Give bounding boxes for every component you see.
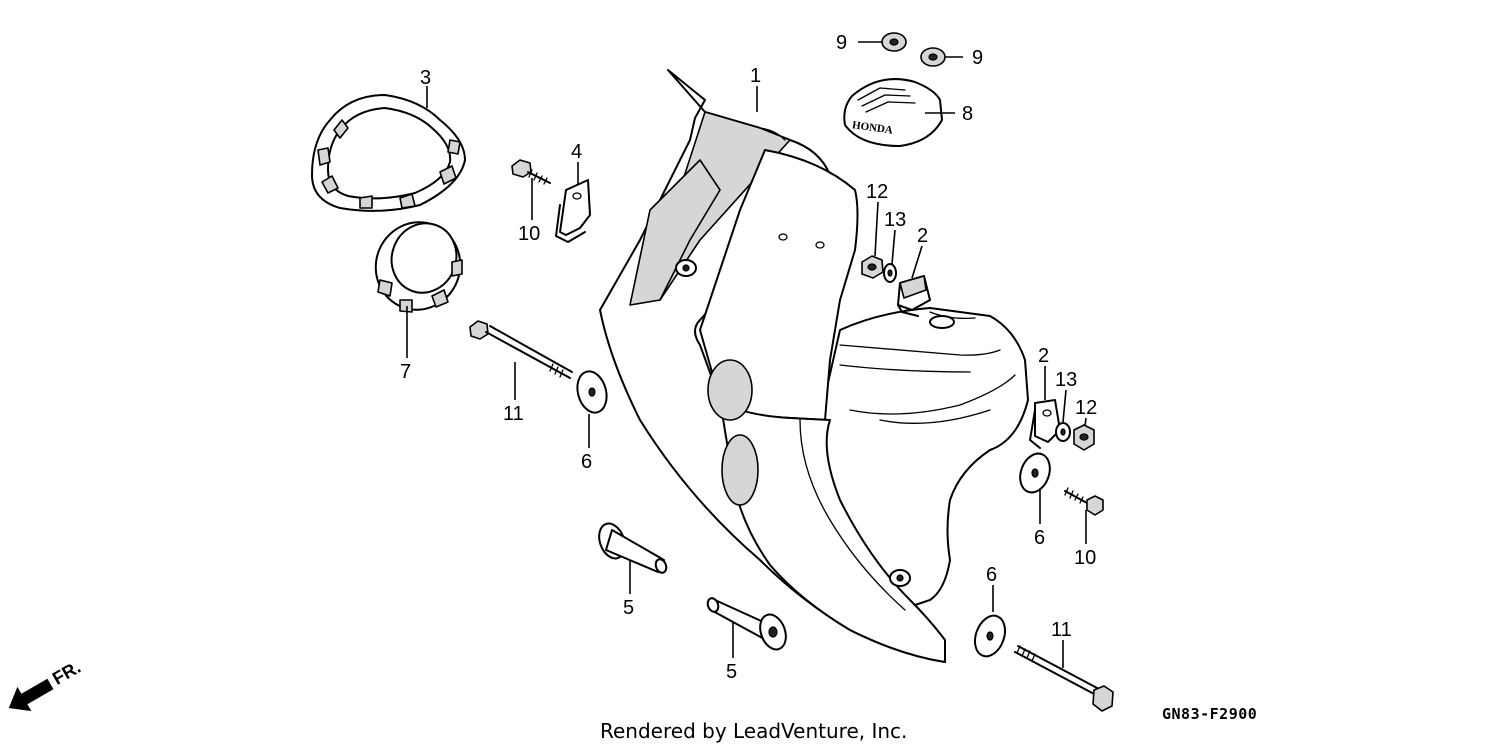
main-cover-part <box>599 69 1029 663</box>
bolt-part-10a <box>511 159 551 185</box>
callout-5-upper: 5 <box>623 597 634 619</box>
credit-text: Rendered by LeadVenture, Inc. <box>600 719 907 743</box>
callout-7: 7 <box>400 361 411 383</box>
callout-9-left: 9 <box>836 32 847 54</box>
callout-12-upper: 12 <box>866 181 888 203</box>
clip-part-2a <box>897 275 931 317</box>
bolt-part-10b <box>1064 487 1104 516</box>
callout-13-upper: 13 <box>884 209 906 231</box>
callout-8: 8 <box>962 103 973 125</box>
callout-2-lower: 2 <box>1038 345 1049 367</box>
long-bolt-part-11b <box>1014 645 1114 712</box>
callout-1: 1 <box>750 65 761 87</box>
callout-3: 3 <box>420 67 431 89</box>
round-grommet-part <box>374 221 463 313</box>
clip-part-4 <box>555 179 591 243</box>
callout-4: 4 <box>571 141 582 163</box>
callout-6-bottom: 6 <box>986 564 997 586</box>
collar-part-5a <box>598 522 668 574</box>
callout-12-lower: 12 <box>1075 397 1097 419</box>
callout-13-lower: 13 <box>1055 369 1077 391</box>
washer-part-6a <box>576 370 608 414</box>
washer-part-13b <box>1055 422 1071 442</box>
front-direction-label: FR. <box>49 657 84 689</box>
front-direction-arrow-icon <box>8 678 54 712</box>
washer-part-13a <box>883 263 897 283</box>
callout-5-lower: 5 <box>726 661 737 683</box>
diagram-code: GN83-F2900 <box>1162 705 1257 723</box>
callout-6-right: 6 <box>1034 527 1045 549</box>
washer-part-6b <box>1019 452 1051 494</box>
long-bolt-part-11a <box>469 320 573 379</box>
callout-11-left: 11 <box>503 403 524 425</box>
nut-part-9a <box>881 32 907 52</box>
callout-2-upper: 2 <box>917 225 928 247</box>
collar-part-5b <box>706 597 787 651</box>
callout-10-left: 10 <box>518 223 540 245</box>
emblem-text: HONDA <box>851 119 893 137</box>
honda-emblem-part: HONDA <box>843 78 943 147</box>
leader-lines <box>406 41 1087 668</box>
callout-10-right: 10 <box>1074 547 1096 569</box>
clip-part-2b <box>1029 399 1061 449</box>
washer-part-6c <box>974 614 1006 658</box>
nut-part-9b <box>920 47 946 67</box>
triangle-grommet-part <box>311 94 466 212</box>
nut-part-12a <box>861 255 884 279</box>
callout-9-right: 9 <box>972 47 983 69</box>
callout-11-right: 11 <box>1051 619 1072 641</box>
callout-6-left: 6 <box>581 451 592 473</box>
nut-part-12b <box>1073 424 1095 451</box>
